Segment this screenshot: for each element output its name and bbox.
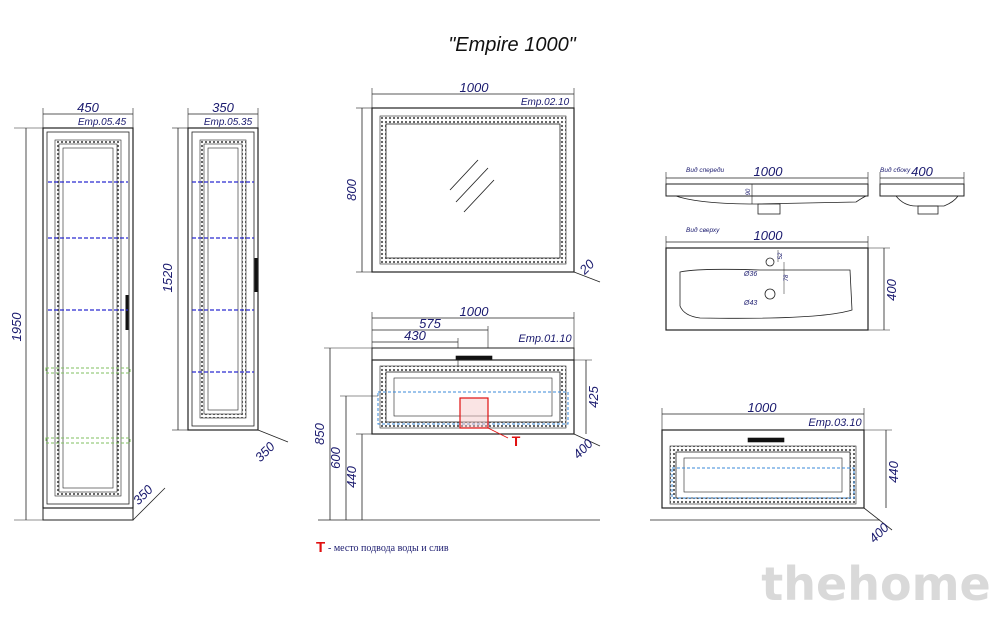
sink-front-view	[665, 172, 869, 215]
vanity-total-height: 850	[312, 422, 327, 444]
tall-cabinet-width: 450	[77, 100, 99, 115]
hole-diameter-2: Ø43	[743, 300, 757, 307]
vanity-code: Emp.01.10	[518, 333, 572, 345]
sink-front-small-dim: 90	[746, 188, 752, 195]
tall-cabinet-height: 1950	[9, 312, 24, 342]
mirror-height: 800	[344, 178, 359, 200]
mirror-depth: 20	[576, 256, 598, 278]
low-cabinet	[650, 408, 893, 531]
low-cabinet-width: 1000	[748, 400, 778, 415]
vanity-body-height: 425	[586, 385, 601, 407]
sink-top-depth: 400	[884, 278, 899, 300]
vanity-offset-outer: 575	[419, 316, 441, 331]
sink-top-view	[665, 236, 890, 331]
vanity-low-height: 440	[344, 465, 359, 487]
narrow-cabinet-code: Emp.05.35	[204, 117, 253, 128]
front-view-label: Вид спереди	[686, 166, 725, 174]
mirror	[356, 88, 601, 283]
narrow-cabinet-depth: 350	[252, 438, 278, 464]
narrow-cabinet	[172, 108, 289, 443]
sink-front-width: 1000	[754, 164, 784, 179]
low-cabinet-height: 440	[886, 460, 901, 482]
hole-distance-2: 78	[784, 274, 790, 281]
legend-text: - место подвода воды и слив	[328, 543, 449, 554]
legend-marker: T	[316, 539, 325, 556]
narrow-cabinet-height: 1520	[160, 263, 175, 293]
vanity-offset-inner: 430	[404, 328, 426, 343]
water-point-marker: T	[512, 433, 521, 449]
low-cabinet-depth: 400	[866, 519, 892, 545]
sink-side-view	[879, 172, 965, 215]
vanity	[318, 312, 601, 521]
vanity-mid-height: 600	[328, 446, 343, 468]
top-view-label: Вид сверху	[686, 226, 720, 234]
drawing-title: "Empire 1000"	[448, 34, 576, 56]
side-view-label: Вид сбоку	[880, 166, 911, 174]
sink-side-width: 400	[911, 164, 933, 179]
low-cabinet-code: Emp.03.10	[808, 417, 862, 429]
watermark: thehome	[761, 557, 990, 611]
tall-cabinet-depth: 350	[130, 481, 156, 507]
mirror-code: Emp.02.10	[521, 97, 570, 108]
vanity-width: 1000	[460, 304, 490, 319]
tall-cabinet	[14, 108, 166, 521]
sink-top-width: 1000	[754, 228, 784, 243]
narrow-cabinet-width: 350	[212, 100, 234, 115]
vanity-depth: 400	[570, 435, 596, 461]
hole-diameter-1: Ø36	[743, 271, 757, 278]
mirror-width: 1000	[460, 80, 490, 95]
tall-cabinet-code: Emp.05.45	[78, 117, 127, 128]
hole-distance-1: 52	[778, 252, 784, 259]
